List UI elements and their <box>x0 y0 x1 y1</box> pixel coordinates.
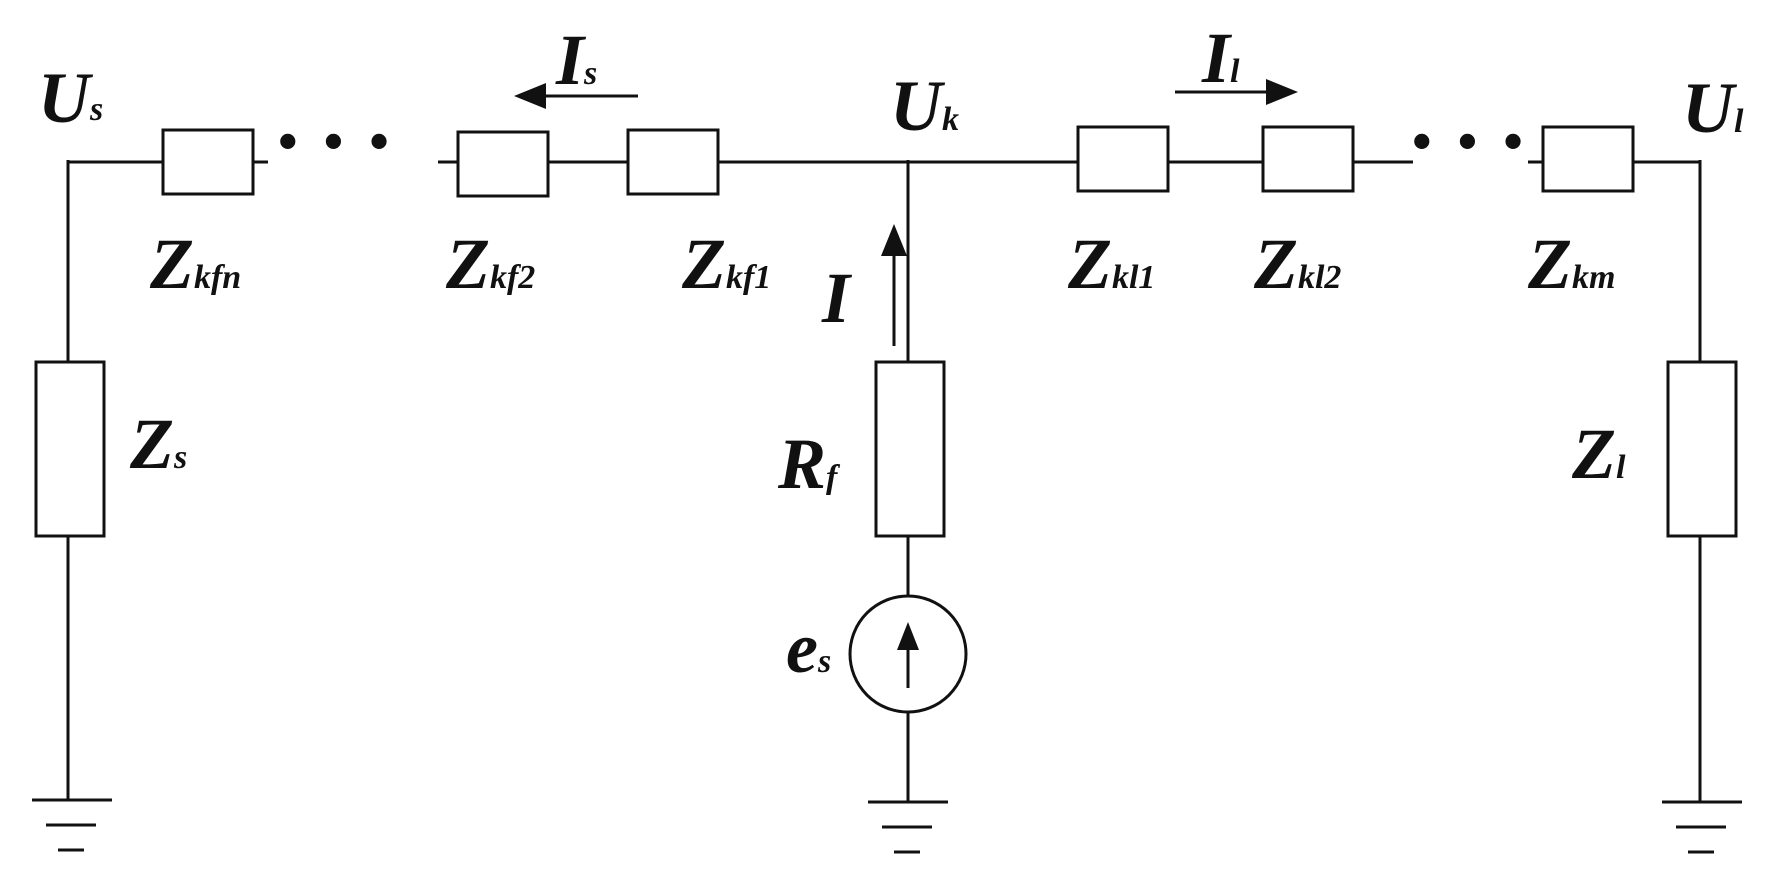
impedance-zkl1-box <box>1076 125 1170 193</box>
label-es: es <box>786 608 831 688</box>
label-rf: Rf <box>777 424 841 504</box>
impedance-zkfn-box <box>161 128 255 196</box>
impedance-zl-box <box>1666 360 1738 538</box>
node-label-uk: Uk <box>890 66 959 146</box>
ground-right-icon <box>1662 800 1742 854</box>
current-label-i: I <box>821 258 853 338</box>
label-zs: Zs <box>129 404 187 484</box>
impedance-zkm-box <box>1541 125 1635 193</box>
label-zkf1: Zkf1 <box>681 224 771 304</box>
ground-left-icon <box>32 798 112 852</box>
branch-wires <box>66 160 1702 802</box>
label-zkm: Zkm <box>1527 224 1615 304</box>
label-zl: Zl <box>1571 414 1626 494</box>
current-label-is: Is <box>555 20 597 100</box>
arrow-is-icon <box>514 83 638 109</box>
impedance-zs-box <box>34 360 106 538</box>
arrow-i-icon <box>881 224 907 346</box>
node-label-ul: Ul <box>1682 68 1744 148</box>
current-label-il: Il <box>1201 18 1240 98</box>
label-zkf2: Zkf2 <box>445 224 535 304</box>
impedance-zkl2-box <box>1261 125 1355 193</box>
voltage-source <box>848 594 968 714</box>
node-label-us: Us <box>38 58 103 138</box>
resistance-rf-box <box>874 360 946 538</box>
ellipsis-left: • • • <box>278 111 395 173</box>
label-zkfn: Zkfn <box>149 224 241 304</box>
label-zkl2: Zkl2 <box>1253 224 1341 304</box>
arrow-il-icon <box>1175 79 1298 105</box>
ellipsis-right: • • • <box>1412 111 1529 173</box>
impedance-zkf1-box <box>626 128 720 196</box>
ground-center-icon <box>868 800 948 854</box>
impedance-zkf2-box <box>456 130 550 198</box>
label-zkl1: Zkl1 <box>1067 224 1155 304</box>
